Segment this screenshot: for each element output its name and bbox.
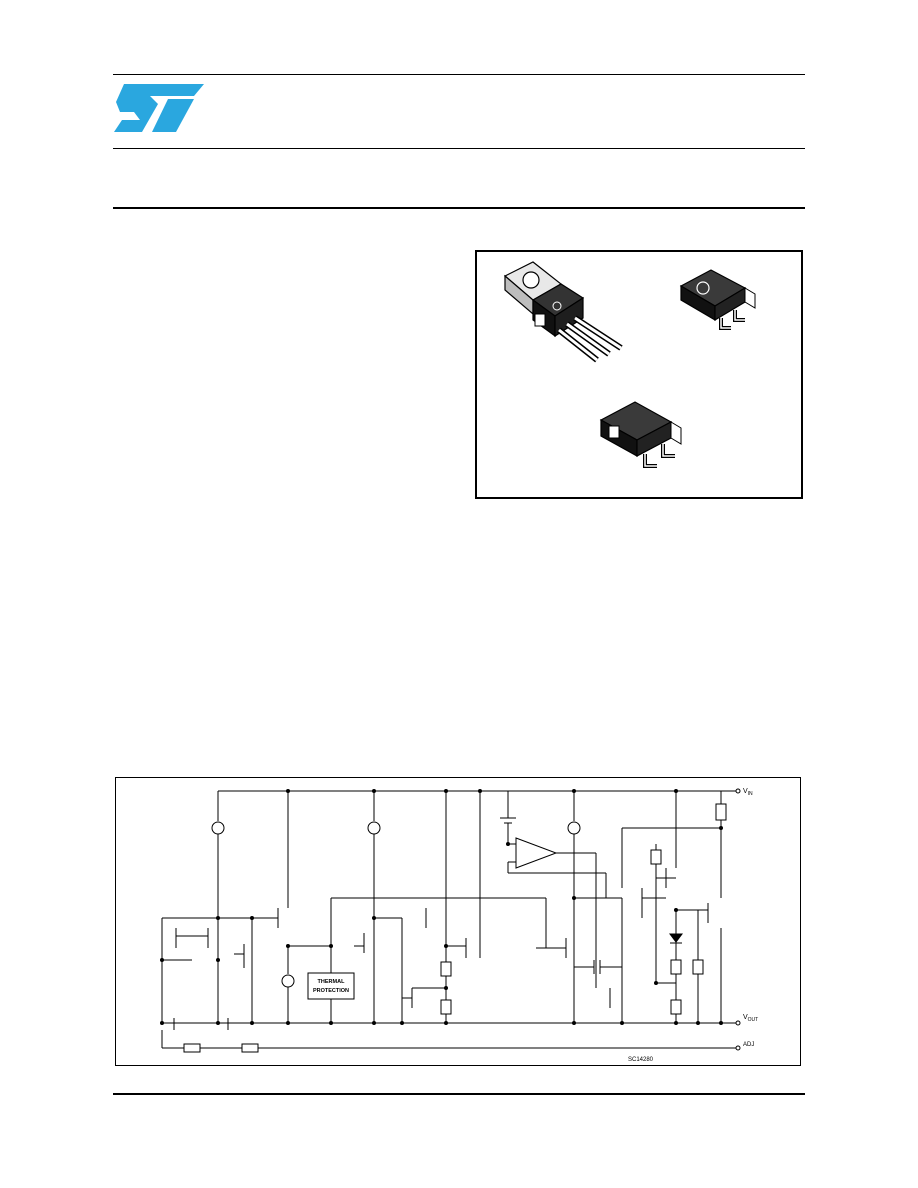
current-source-icon: [281, 974, 295, 988]
dpak-package-icon: [679, 269, 756, 330]
thermal-protection-block: [307, 972, 355, 1000]
st-logo: [112, 82, 208, 132]
diode-icon: [669, 933, 683, 943]
current-source-icon: [211, 821, 225, 835]
thermal-label-line1: THERMAL: [318, 979, 346, 985]
footer-rule: [113, 1093, 805, 1095]
current-source-icon: [367, 821, 381, 835]
st-logo-s-shape: [114, 84, 204, 132]
op-amp-icon: [515, 837, 558, 869]
current-source-icon: [567, 821, 581, 835]
vout-label: VOUT: [743, 1014, 758, 1023]
d2pak-package-icon: [599, 401, 682, 468]
title-rule: [113, 207, 805, 209]
adj-label: ADJ: [743, 1042, 754, 1048]
thermal-label-line2: PROTECTION: [313, 988, 349, 994]
package-images-box: [475, 250, 803, 499]
top-rule: [113, 74, 805, 75]
figure-code: SC14280: [628, 1057, 654, 1063]
header-rule: [113, 148, 805, 149]
to220-package-icon: [503, 261, 623, 363]
schematic-diagram: VIN VOUT ADJ THERMAL PROTECTION SC14280: [115, 777, 801, 1066]
st-logo-t-shape: [152, 99, 194, 132]
vin-label: VIN: [743, 788, 753, 797]
